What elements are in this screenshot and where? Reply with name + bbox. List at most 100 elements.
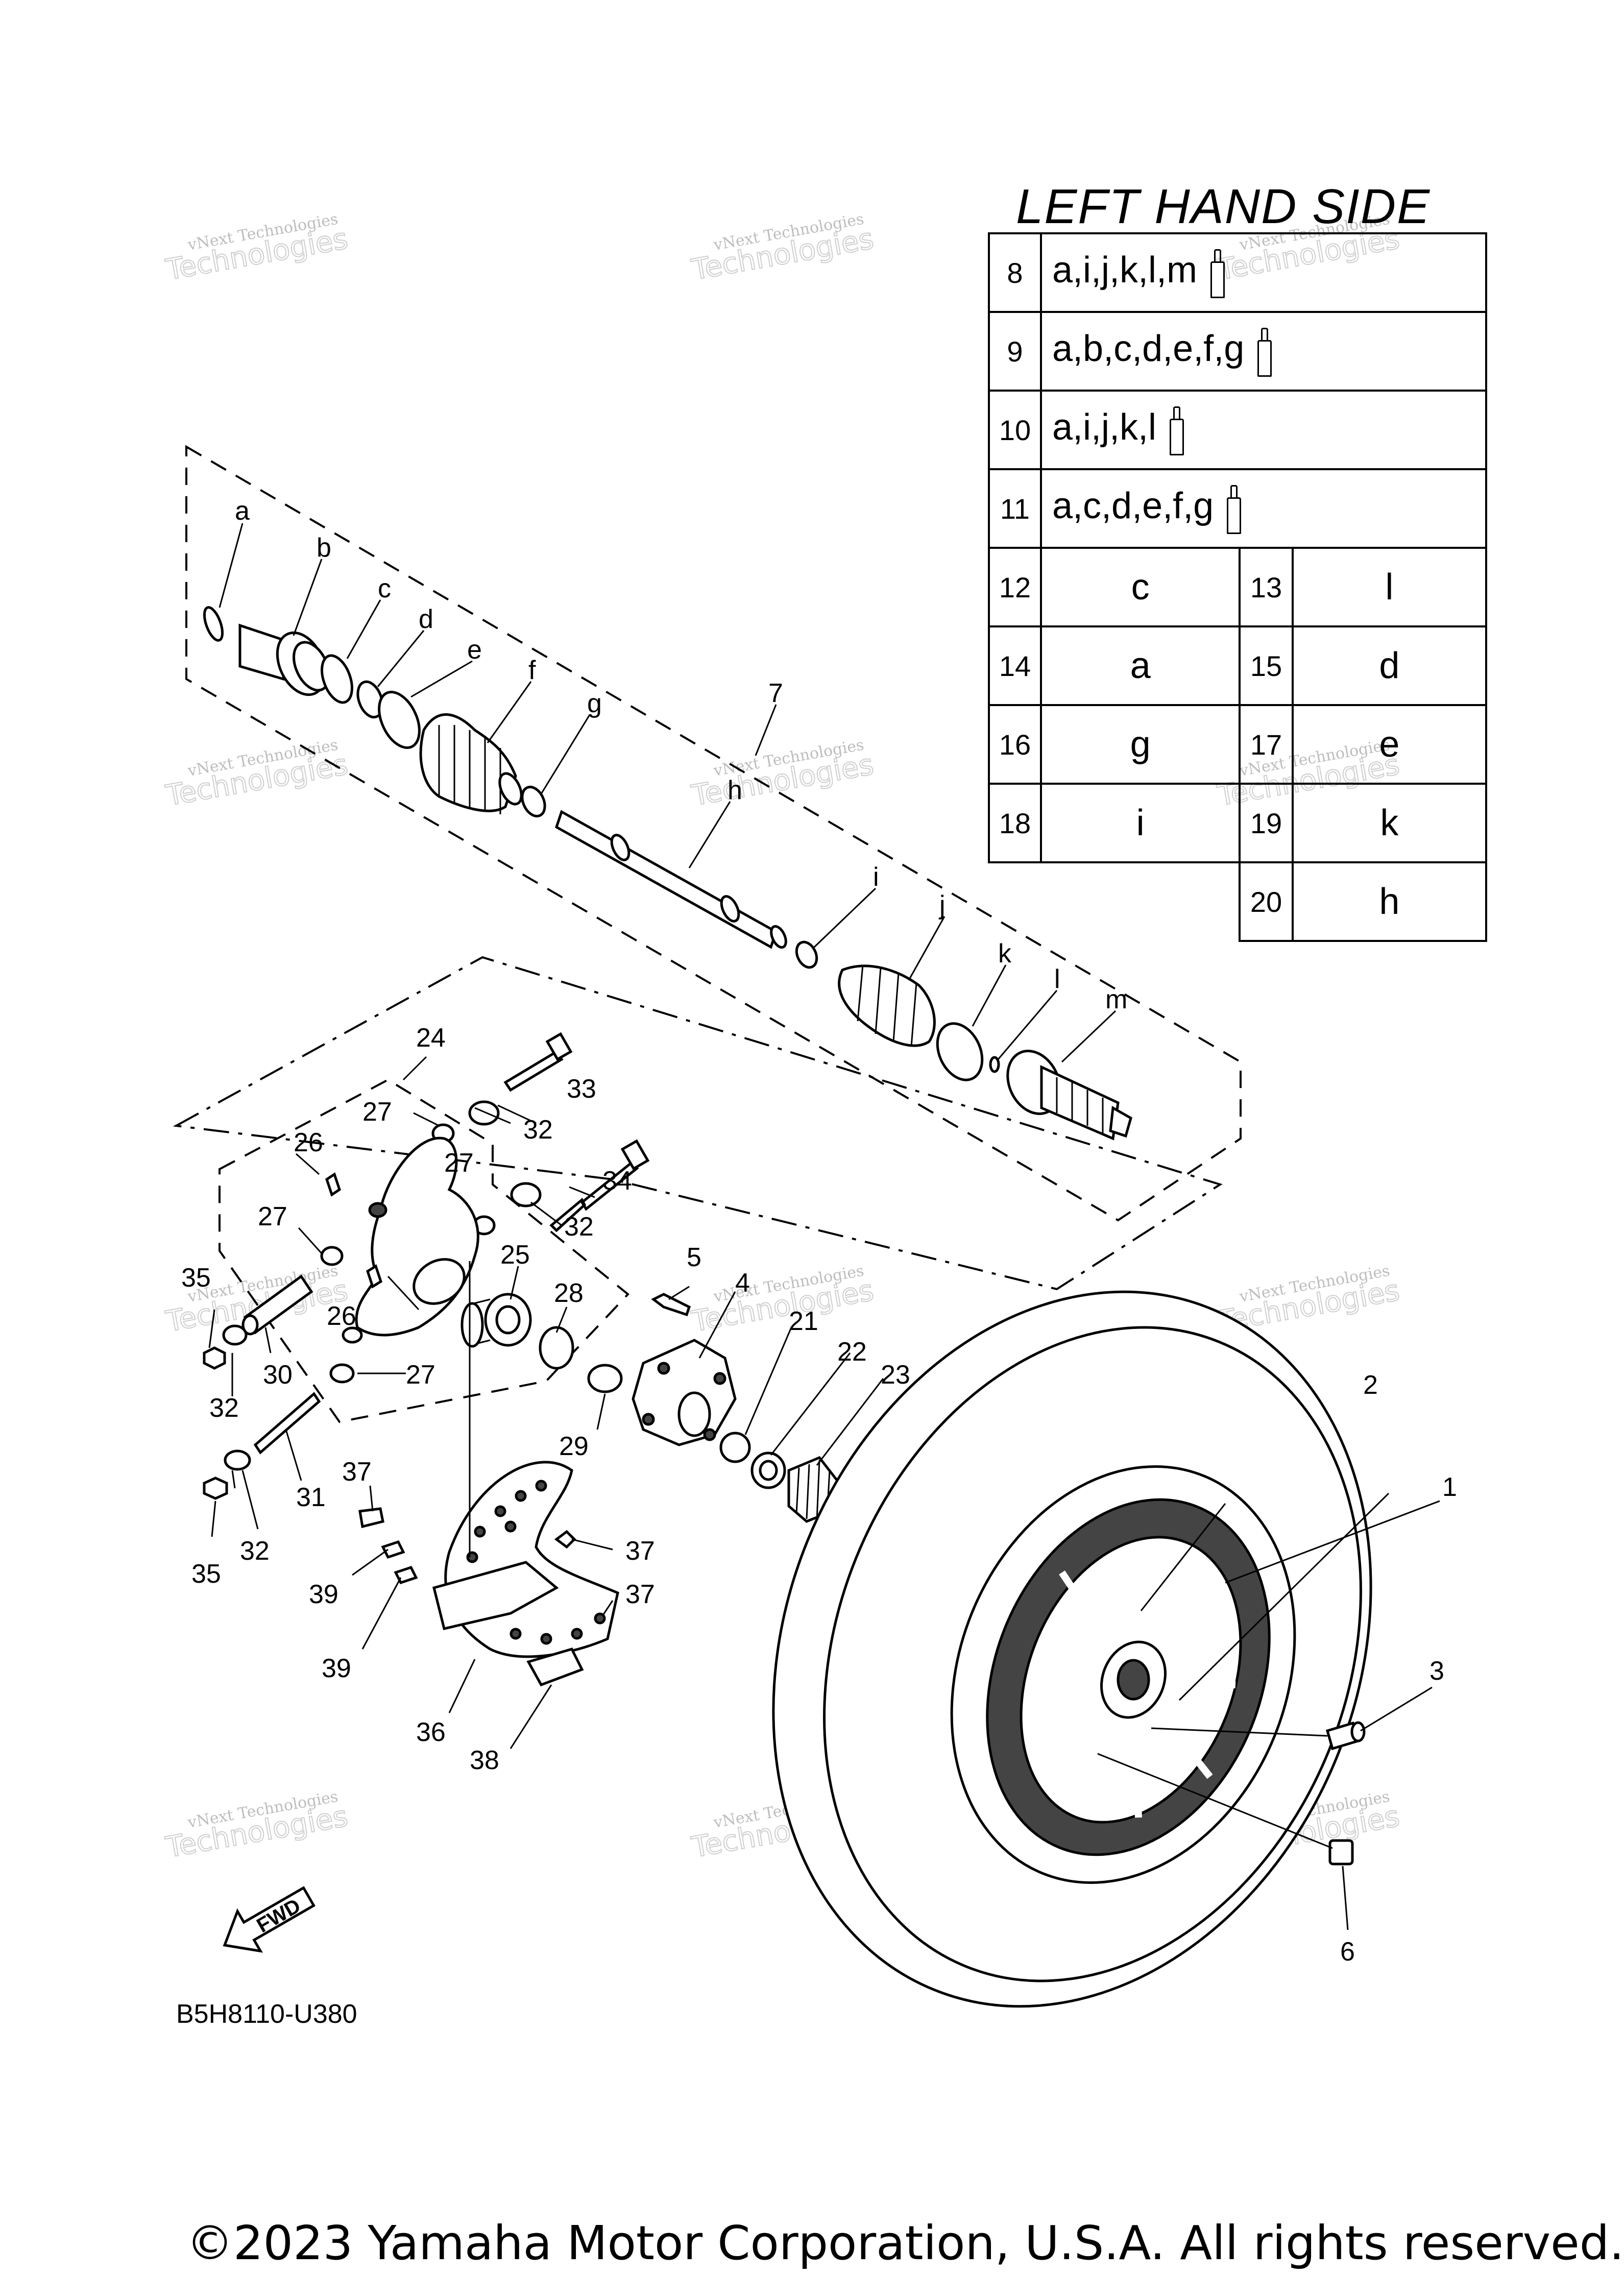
driveshaft-parts bbox=[203, 606, 1132, 1141]
part-h-shaft bbox=[554, 810, 787, 949]
part-38-pad bbox=[526, 1648, 584, 1687]
fwd-arrow: FWD bbox=[223, 1886, 316, 1953]
part-5-bolt bbox=[651, 1293, 691, 1317]
part-33-bolt bbox=[503, 1032, 573, 1092]
table-title: LEFT HAND SIDE bbox=[1016, 179, 1431, 234]
row-number: 12 bbox=[988, 547, 1042, 627]
callout-37a: 37 bbox=[342, 1457, 372, 1487]
table-row: 14 a 15 d bbox=[988, 625, 1488, 706]
callout-25: 25 bbox=[500, 1240, 530, 1270]
part-a-circlip bbox=[203, 606, 224, 642]
callout-21: 21 bbox=[789, 1306, 818, 1336]
callout-26b: 26 bbox=[327, 1301, 356, 1331]
row-number: 9 bbox=[988, 311, 1042, 392]
knuckle-subassembly-outline bbox=[219, 1078, 629, 1423]
row-value: i bbox=[1039, 783, 1241, 863]
callout-27d: 27 bbox=[406, 1360, 435, 1390]
part-35-nut bbox=[203, 1477, 228, 1500]
part-21-washer bbox=[719, 1432, 751, 1463]
callout-35b: 35 bbox=[191, 1559, 221, 1589]
callout-a: a bbox=[235, 496, 250, 526]
row-number: 15 bbox=[1239, 625, 1294, 706]
part-36-brake-disc bbox=[444, 1461, 619, 1658]
wheel-assembly bbox=[772, 1290, 1372, 2008]
callout-29: 29 bbox=[559, 1432, 589, 1461]
callout-k: k bbox=[998, 939, 1012, 969]
part-32-washer bbox=[510, 1182, 542, 1207]
row-value: c bbox=[1039, 547, 1241, 627]
table-row: 10 a,i,j,k,l bbox=[988, 390, 1487, 470]
part-6-nut bbox=[1328, 1839, 1354, 1866]
callout-34: 34 bbox=[602, 1166, 632, 1196]
callout-g: g bbox=[587, 689, 602, 718]
callout-2: 2 bbox=[1363, 1370, 1378, 1400]
application-table: 8 a,i,j,k,l,m 9 a,b,c,d,e,f,g 10 a,i,j,k… bbox=[988, 232, 1488, 942]
callout-32a: 32 bbox=[523, 1115, 553, 1145]
part-39-bolt bbox=[381, 1540, 405, 1559]
callout-32b: 32 bbox=[564, 1212, 594, 1242]
callout-24: 24 bbox=[416, 1023, 446, 1053]
row-number: 18 bbox=[988, 783, 1042, 863]
grease-tube-icon bbox=[1210, 247, 1225, 298]
part-b-cv-joint-inner bbox=[238, 623, 330, 696]
callout-33: 33 bbox=[567, 1074, 596, 1104]
callout-d: d bbox=[419, 604, 433, 634]
row-value: h bbox=[1291, 861, 1488, 942]
row-value: l bbox=[1291, 547, 1488, 627]
callout-37b: 37 bbox=[625, 1536, 655, 1566]
callout-22: 22 bbox=[837, 1337, 867, 1367]
part-32-washer bbox=[222, 1324, 248, 1346]
part-l-circlip bbox=[989, 1056, 1000, 1073]
part-k-boot-band bbox=[936, 1022, 984, 1081]
callout-30: 30 bbox=[263, 1360, 293, 1390]
part-30-collar bbox=[241, 1274, 313, 1336]
part-27-collar bbox=[320, 1246, 344, 1266]
table-row: 16 g 17 e bbox=[988, 704, 1488, 785]
row-value: k bbox=[1291, 783, 1488, 863]
row-value: d bbox=[1291, 625, 1488, 706]
callout-23: 23 bbox=[881, 1360, 910, 1390]
knuckle-parts bbox=[203, 1032, 650, 1500]
table-row: 8 a,i,j,k,l,m bbox=[988, 232, 1487, 313]
callout-26a: 26 bbox=[294, 1128, 323, 1157]
callout-f: f bbox=[528, 656, 536, 685]
part-32-washer bbox=[468, 1100, 500, 1126]
part-i-boot-band bbox=[795, 940, 818, 969]
part-28-circlip bbox=[539, 1326, 574, 1370]
row-number: 11 bbox=[988, 468, 1042, 549]
part-1-wheel bbox=[950, 1465, 1296, 1884]
part-35-nut bbox=[203, 1346, 226, 1370]
callout-32d: 32 bbox=[240, 1536, 270, 1566]
part-25-bearing bbox=[460, 1293, 532, 1348]
part-4-hub bbox=[632, 1339, 737, 1446]
row-parts: a,b,c,d,e,f,g bbox=[1040, 311, 1487, 392]
table-row: 11 a,c,d,e,f,g bbox=[988, 468, 1487, 549]
part-f-boot bbox=[419, 713, 523, 814]
callout-labels: a b c d e f g 7 h i j k l m 24 33 27 32 … bbox=[181, 496, 1457, 1967]
driveshaft-assembly-outline bbox=[185, 445, 1242, 1222]
row-number: 19 bbox=[1239, 783, 1294, 863]
part-d-circlip bbox=[356, 680, 384, 719]
row-parts: a,i,j,k,l,m bbox=[1040, 232, 1487, 313]
row-value: e bbox=[1291, 704, 1488, 785]
table-row: 9 a,b,c,d,e,f,g bbox=[988, 311, 1487, 392]
callout-1: 1 bbox=[1442, 1472, 1457, 1502]
table-row: 12 c 13 l bbox=[988, 547, 1488, 627]
callout-39a: 39 bbox=[309, 1580, 338, 1609]
part-26-grease-nipple bbox=[366, 1264, 382, 1289]
row-number: 14 bbox=[988, 625, 1042, 706]
part-31-bolt bbox=[253, 1392, 321, 1455]
part-32-washer bbox=[224, 1449, 251, 1471]
callout-36: 36 bbox=[416, 1717, 446, 1747]
brake-parts bbox=[358, 1461, 619, 1687]
callout-m: m bbox=[1105, 985, 1127, 1014]
callout-i: i bbox=[873, 862, 879, 892]
part-m-cv-joint-outer bbox=[1006, 1050, 1132, 1141]
part-34-bolt bbox=[549, 1139, 650, 1232]
part-25-knuckle bbox=[342, 1136, 479, 1344]
row-number: 8 bbox=[988, 232, 1042, 313]
part-22-nut bbox=[750, 1451, 786, 1489]
